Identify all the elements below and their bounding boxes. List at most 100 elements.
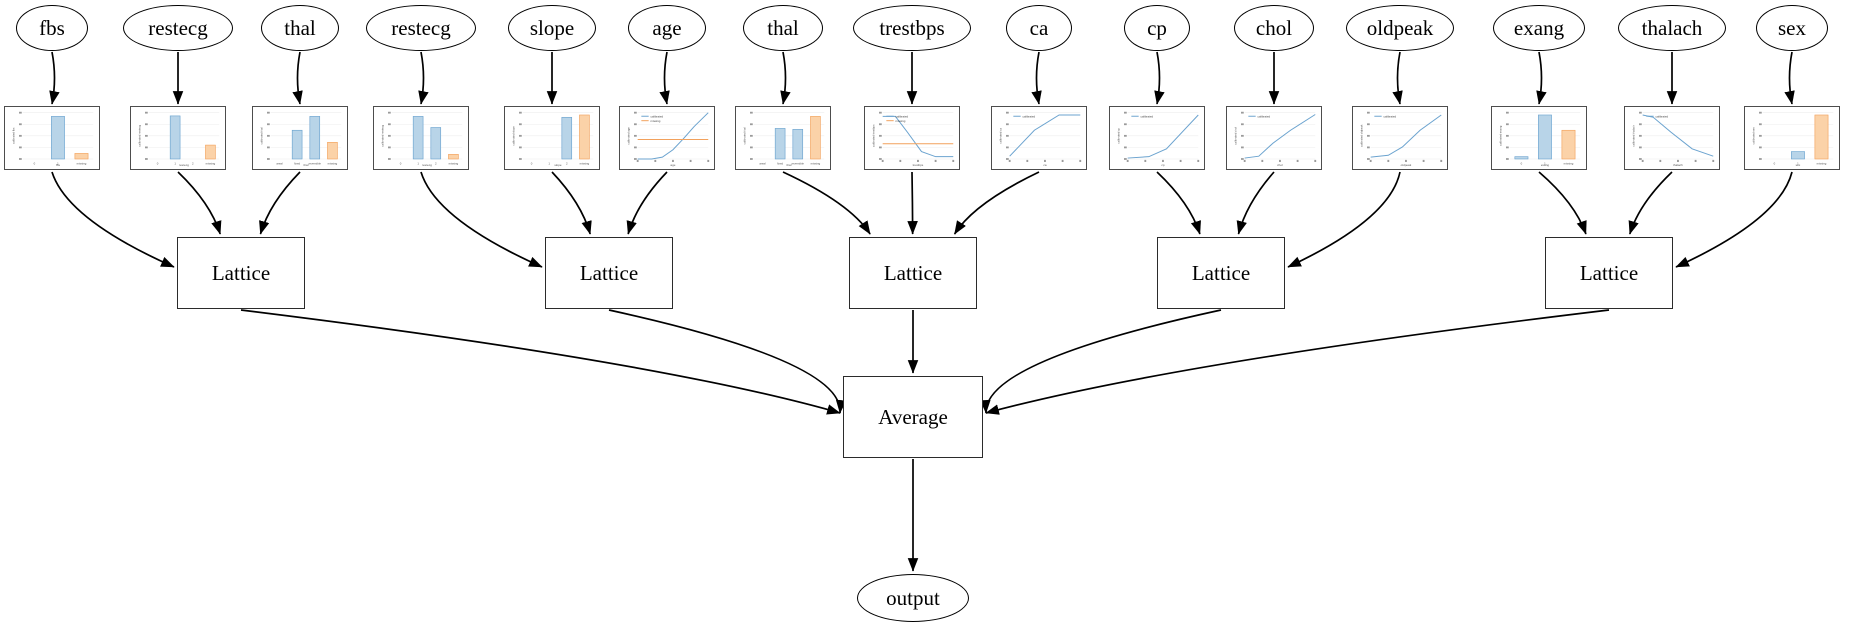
- feature-node-label: thal: [284, 15, 316, 40]
- graph-edge: [51, 171, 175, 268]
- svg-text:calibrated thalach: calibrated thalach: [1631, 125, 1635, 147]
- svg-text:missing: missing: [77, 161, 87, 165]
- svg-text:reversible: reversible: [309, 161, 322, 165]
- feature-node-thal-2[interactable]: thal: [261, 5, 339, 51]
- svg-text:0: 0: [1521, 161, 1523, 165]
- lattice-node-label: Lattice: [883, 260, 943, 285]
- svg-text:1: 1: [57, 161, 59, 165]
- svg-text:calibrated cp: calibrated cp: [1116, 128, 1120, 144]
- feature-node-ca-8[interactable]: ca: [1006, 5, 1072, 51]
- graph-edge: [1236, 171, 1275, 235]
- svg-text:calibrated thal: calibrated thal: [742, 127, 746, 145]
- feature-node-fbs-0[interactable]: fbs: [16, 5, 88, 51]
- svg-text:calibrated ca: calibrated ca: [998, 128, 1002, 144]
- feature-node-sex-14[interactable]: sex: [1756, 5, 1828, 51]
- graph-edge: [1628, 171, 1673, 235]
- svg-text:0: 0: [531, 161, 533, 165]
- svg-text:missing: missing: [580, 161, 590, 165]
- feature-node-cp-9[interactable]: cp: [1124, 5, 1190, 51]
- svg-text:missing: missing: [206, 161, 216, 165]
- feature-node-chol-10[interactable]: chol: [1234, 5, 1314, 51]
- feature-node-label: thalach: [1641, 15, 1703, 40]
- graph-edge: [292, 51, 303, 105]
- graph-edge: [259, 171, 301, 235]
- svg-text:restecg: restecg: [179, 163, 189, 167]
- feature-node-thal-6[interactable]: thal: [743, 5, 823, 51]
- svg-text:calibrated chol: calibrated chol: [1233, 127, 1237, 145]
- svg-text:2: 2: [192, 161, 194, 165]
- graph-edge: [953, 171, 1040, 235]
- feature-node-restecg-1[interactable]: restecg: [123, 5, 233, 51]
- svg-text:calibrated: calibrated: [1258, 115, 1271, 119]
- feature-node-oldpeak-11[interactable]: oldpeak: [1346, 5, 1454, 51]
- svg-text:calibrated: calibrated: [1023, 115, 1036, 119]
- graph-edge: [49, 51, 60, 105]
- svg-text:missing: missing: [449, 161, 459, 165]
- output-node[interactable]: output: [857, 574, 969, 622]
- svg-text:chol: chol: [1277, 163, 1283, 167]
- svg-text:calibrated sex: calibrated sex: [1751, 127, 1755, 145]
- graph-edge: [782, 171, 871, 235]
- graph-edge: [608, 309, 847, 414]
- graph-edge: [780, 51, 791, 105]
- svg-text:calibrated: calibrated: [896, 115, 909, 119]
- feature-node-slope-4[interactable]: slope: [508, 5, 596, 51]
- lattice-node-4[interactable]: Lattice: [1545, 237, 1673, 309]
- feature-node-exang-12[interactable]: exang: [1493, 5, 1585, 51]
- feature-node-label: sex: [1778, 15, 1806, 40]
- svg-text:ca: ca: [1043, 163, 1047, 167]
- lattice-node-0[interactable]: Lattice: [177, 237, 305, 309]
- feature-node-thalach-13[interactable]: thalach: [1618, 5, 1726, 51]
- average-node[interactable]: Average: [843, 376, 983, 458]
- svg-text:1: 1: [1544, 161, 1546, 165]
- graph-edge: [1675, 171, 1793, 268]
- lattice-node-1[interactable]: Lattice: [545, 237, 673, 309]
- feature-node-restecg-3[interactable]: restecg: [366, 5, 476, 51]
- lattice-node-2[interactable]: Lattice: [849, 237, 977, 309]
- svg-text:thal: thal: [304, 163, 309, 167]
- feature-node-label: oldpeak: [1366, 15, 1434, 40]
- lattice-node-3[interactable]: Lattice: [1157, 237, 1285, 309]
- svg-text:missing: missing: [651, 119, 661, 123]
- svg-text:cp: cp: [1161, 163, 1165, 167]
- svg-text:0: 0: [34, 161, 36, 165]
- svg-text:sex: sex: [1796, 163, 1801, 167]
- feature-node-label: restecg: [391, 15, 451, 40]
- calibrator-node-chol-10[interactable]: calibrated chol calibrated chol: [1226, 106, 1322, 170]
- svg-text:calibrated age: calibrated age: [626, 127, 630, 145]
- svg-text:0: 0: [157, 161, 159, 165]
- svg-text:calibrated: calibrated: [1141, 115, 1154, 119]
- graph-edge: [177, 171, 222, 235]
- graph-edge: [240, 309, 841, 415]
- svg-text:missing: missing: [328, 161, 338, 165]
- svg-text:fixed: fixed: [294, 161, 300, 165]
- svg-text:1: 1: [417, 161, 419, 165]
- feature-node-label: ca: [1029, 15, 1049, 40]
- graph-edge: [420, 171, 543, 268]
- lattice-node-label: Lattice: [579, 260, 639, 285]
- calibrator-node-ca-8[interactable]: calibrated ca calibrated ca: [991, 106, 1087, 170]
- feature-node-age-5[interactable]: age: [628, 5, 706, 51]
- feature-node-label: fbs: [39, 15, 65, 40]
- svg-text:calibrated thal: calibrated thal: [259, 127, 263, 145]
- lattice-node-label: Lattice: [211, 260, 271, 285]
- svg-text:fixed: fixed: [777, 161, 783, 165]
- calibrator-node-cp-9[interactable]: calibrated cp calibrated cp: [1109, 106, 1205, 170]
- feature-node-trestbps-7[interactable]: trestbps: [853, 5, 971, 51]
